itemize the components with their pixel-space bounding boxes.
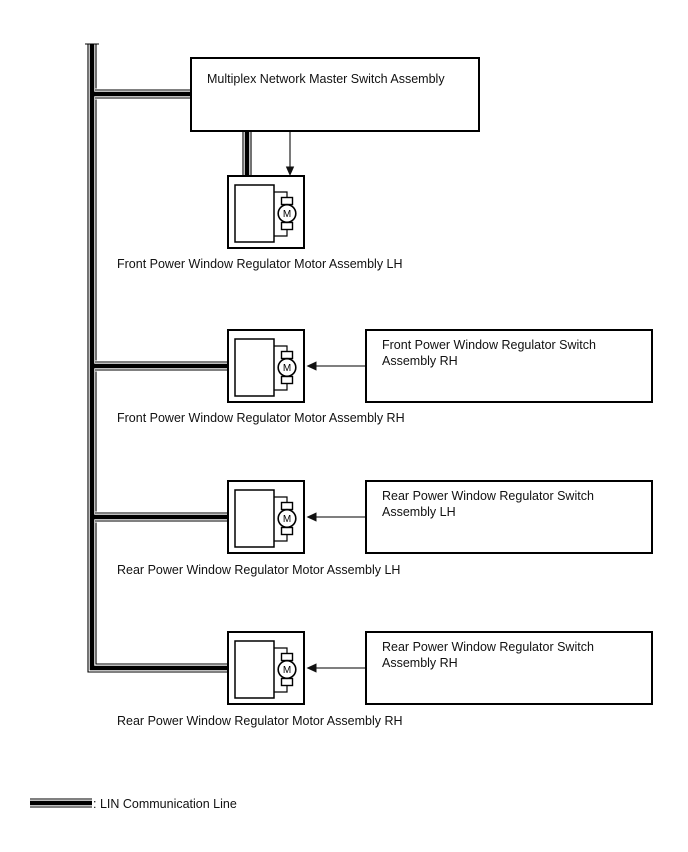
rear-motor-lh-box: M: [227, 480, 305, 554]
arrow-rear-switch-rh: [306, 663, 365, 673]
lin-stub-master-to-front-lh: [242, 130, 252, 177]
motor-icon: M: [227, 175, 305, 249]
front-motor-rh-caption: Front Power Window Regulator Motor Assem…: [117, 411, 405, 425]
front-motor-rh-box: M: [227, 329, 305, 403]
rear-motor-rh-caption: Rear Power Window Regulator Motor Assemb…: [117, 714, 403, 728]
lin-line-sample: [30, 798, 92, 808]
lin-bus-line: [85, 43, 229, 673]
arrow-master-to-front-lh: [285, 132, 295, 176]
legend-label: : LIN Communication Line: [93, 797, 237, 811]
rear-switch-lh-box: Rear Power Window Regulator Switch Assem…: [365, 480, 653, 554]
motor-letter: M: [283, 363, 291, 374]
master-switch-assembly-box: Multiplex Network Master Switch Assembly: [190, 57, 480, 132]
motor-icon: M: [227, 329, 305, 403]
front-switch-rh-label: Front Power Window Regulator Switch Asse…: [382, 338, 596, 368]
rear-motor-lh-caption: Rear Power Window Regulator Motor Assemb…: [117, 563, 401, 577]
rear-switch-rh-box: Rear Power Window Regulator Switch Assem…: [365, 631, 653, 705]
front-switch-rh-box: Front Power Window Regulator Switch Asse…: [365, 329, 653, 403]
motor-icon: M: [227, 631, 305, 705]
arrow-rear-switch-lh: [306, 512, 365, 522]
front-motor-lh-box: M: [227, 175, 305, 249]
master-switch-assembly-label: Multiplex Network Master Switch Assembly: [207, 72, 445, 86]
rear-switch-lh-label: Rear Power Window Regulator Switch Assem…: [382, 489, 594, 519]
arrow-front-switch-rh: [306, 361, 365, 371]
lin-branch-rear-lh: [90, 511, 229, 523]
rear-switch-rh-label: Rear Power Window Regulator Switch Assem…: [382, 640, 594, 670]
motor-letter: M: [283, 514, 291, 525]
motor-icon: M: [227, 480, 305, 554]
lin-branch-front-rh: [90, 360, 229, 372]
rear-motor-rh-box: M: [227, 631, 305, 705]
front-motor-lh-caption: Front Power Window Regulator Motor Assem…: [117, 257, 403, 271]
lin-branch-master: [90, 88, 190, 100]
motor-letter: M: [283, 665, 291, 676]
motor-letter: M: [283, 209, 291, 220]
